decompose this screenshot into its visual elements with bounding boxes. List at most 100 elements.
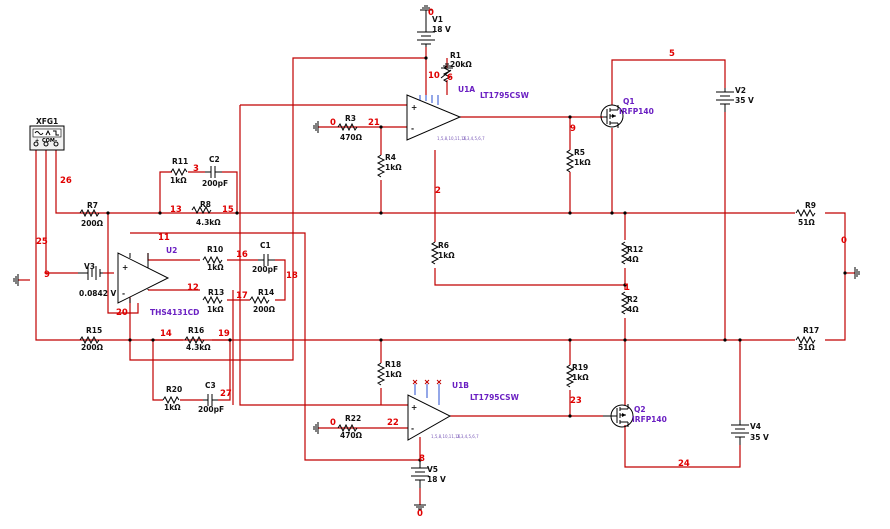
value-R14: 200Ω [253,305,276,314]
opamp-U1B[interactable]: + - 1,5,8,10,11,16 2,3,4,5,6,7 [407,379,479,441]
value-R15: 200Ω [81,343,104,352]
label-Q2: Q2 [634,405,646,414]
value-C1: 200pF [252,265,278,274]
value-V4: 35 V [750,433,769,442]
svg-text:-: - [411,424,414,433]
net-5: 5 [669,49,675,59]
net-15: 15 [222,205,234,215]
capacitor-C1[interactable] [258,254,275,266]
label-R11: R11 [172,157,188,166]
value-R18: 1kΩ [385,370,402,379]
resistor-R15[interactable] [79,335,100,345]
net-1: 1 [624,283,630,293]
value-R4: 1kΩ [385,163,402,172]
battery-V2[interactable] [716,88,734,112]
resistor-R3[interactable] [337,122,358,132]
label-R18: R18 [385,360,401,369]
battery-V3[interactable] [78,266,103,280]
resistor-R2[interactable] [620,291,630,315]
label-R6: R6 [438,241,449,250]
net-0-r3: 0 [330,118,336,128]
resistor-R7[interactable] [79,208,100,218]
resistor-R12[interactable] [620,241,630,265]
net-25: 25 [36,237,48,247]
label-R4: R4 [385,153,396,162]
resistor-R8[interactable] [191,205,212,215]
capacitor-C3[interactable] [203,394,218,406]
battery-V5[interactable] [411,460,429,510]
resistor-R14[interactable] [249,295,270,305]
opamp-U1A[interactable]: + - 1,5,8,10,11,16 2,3,4,5,6,7 [406,94,485,141]
svg-text:+: + [411,103,417,112]
value-C3: 200pF [198,405,224,414]
net-0-r22: 0 [330,418,336,428]
label-Q1: Q1 [623,97,635,106]
part-U2: THS4131CD [150,308,199,317]
label-U2: U2 [166,246,177,255]
junctions [106,56,847,462]
net-labels: 0 10 6 5 0 21 9 26 3 2 13 15 0 11 16 25 … [36,8,847,519]
opamp-U2[interactable]: + - [117,252,170,304]
ground-symbols [13,63,860,434]
label-R10: R10 [207,245,223,254]
value-R3: 470Ω [340,133,363,142]
resistor-R20[interactable] [162,395,180,405]
resistor-R6[interactable] [430,241,440,265]
net-10: 10 [428,71,440,81]
mosfet-Q2[interactable] [603,404,634,428]
label-XFG1: XFG1 [36,117,58,126]
label-U1B: U1B [452,381,469,390]
label-U1A: U1A [458,85,475,94]
function-generator-XFG1[interactable]: + COM - [29,125,65,151]
mosfet-Q1[interactable] [600,104,624,128]
label-R15: R15 [86,326,102,335]
value-R8: 4.3kΩ [196,218,221,227]
resistor-R22[interactable] [337,423,358,433]
u1b-left-pins: 1,5,8,10,11,16 [431,434,461,439]
value-C2: 200pF [202,179,228,188]
net-9-gen: 9 [44,270,50,280]
label-V1: V1 [432,15,443,24]
label-R5: R5 [574,148,585,157]
resistor-R11[interactable] [170,167,188,177]
part-U1B: LT1795CSW [470,393,520,402]
resistor-R13[interactable] [202,295,223,305]
value-R9: 51Ω [798,218,815,227]
net-18: 18 [286,271,298,281]
capacitor-C2[interactable] [205,166,222,178]
resistor-R4[interactable] [376,154,386,178]
value-R19: 1kΩ [572,373,589,382]
net-17: 17 [236,291,248,301]
svg-text:+: + [122,263,128,272]
battery-V4[interactable] [731,420,749,445]
net-27: 27 [220,389,232,399]
label-R13: R13 [208,288,224,297]
part-Q1: IRFP140 [619,107,654,116]
resistor-R17[interactable] [795,335,816,345]
label-R7: R7 [87,201,98,210]
value-R13: 1kΩ [207,305,224,314]
net-3: 3 [193,164,199,174]
gen-term-com: COM [42,138,55,144]
net-0-top: 0 [428,8,434,18]
label-R3: R3 [345,114,356,123]
resistors [79,65,816,433]
net-13: 13 [170,205,182,215]
net-19: 19 [218,329,230,339]
label-R9: R9 [805,201,816,210]
resistor-R19[interactable] [565,364,575,388]
net-0-bottom: 0 [417,509,423,519]
label-R14: R14 [258,288,274,297]
value-V2: 35 V [735,96,754,105]
resistor-R5[interactable] [565,149,575,173]
resistor-R18[interactable] [376,362,386,386]
component-labels: V1 18 V R1 20kΩ V2 35 V Q1 IRFP140 U1A L… [36,15,819,484]
resistor-R9[interactable] [795,208,816,218]
resistor-R16[interactable] [184,335,205,345]
label-R12: R12 [627,245,643,254]
label-V5: V5 [427,465,438,474]
resistor-R10[interactable] [202,255,223,265]
gen-term-minus: - [55,138,57,144]
battery-V1[interactable] [417,5,435,47]
